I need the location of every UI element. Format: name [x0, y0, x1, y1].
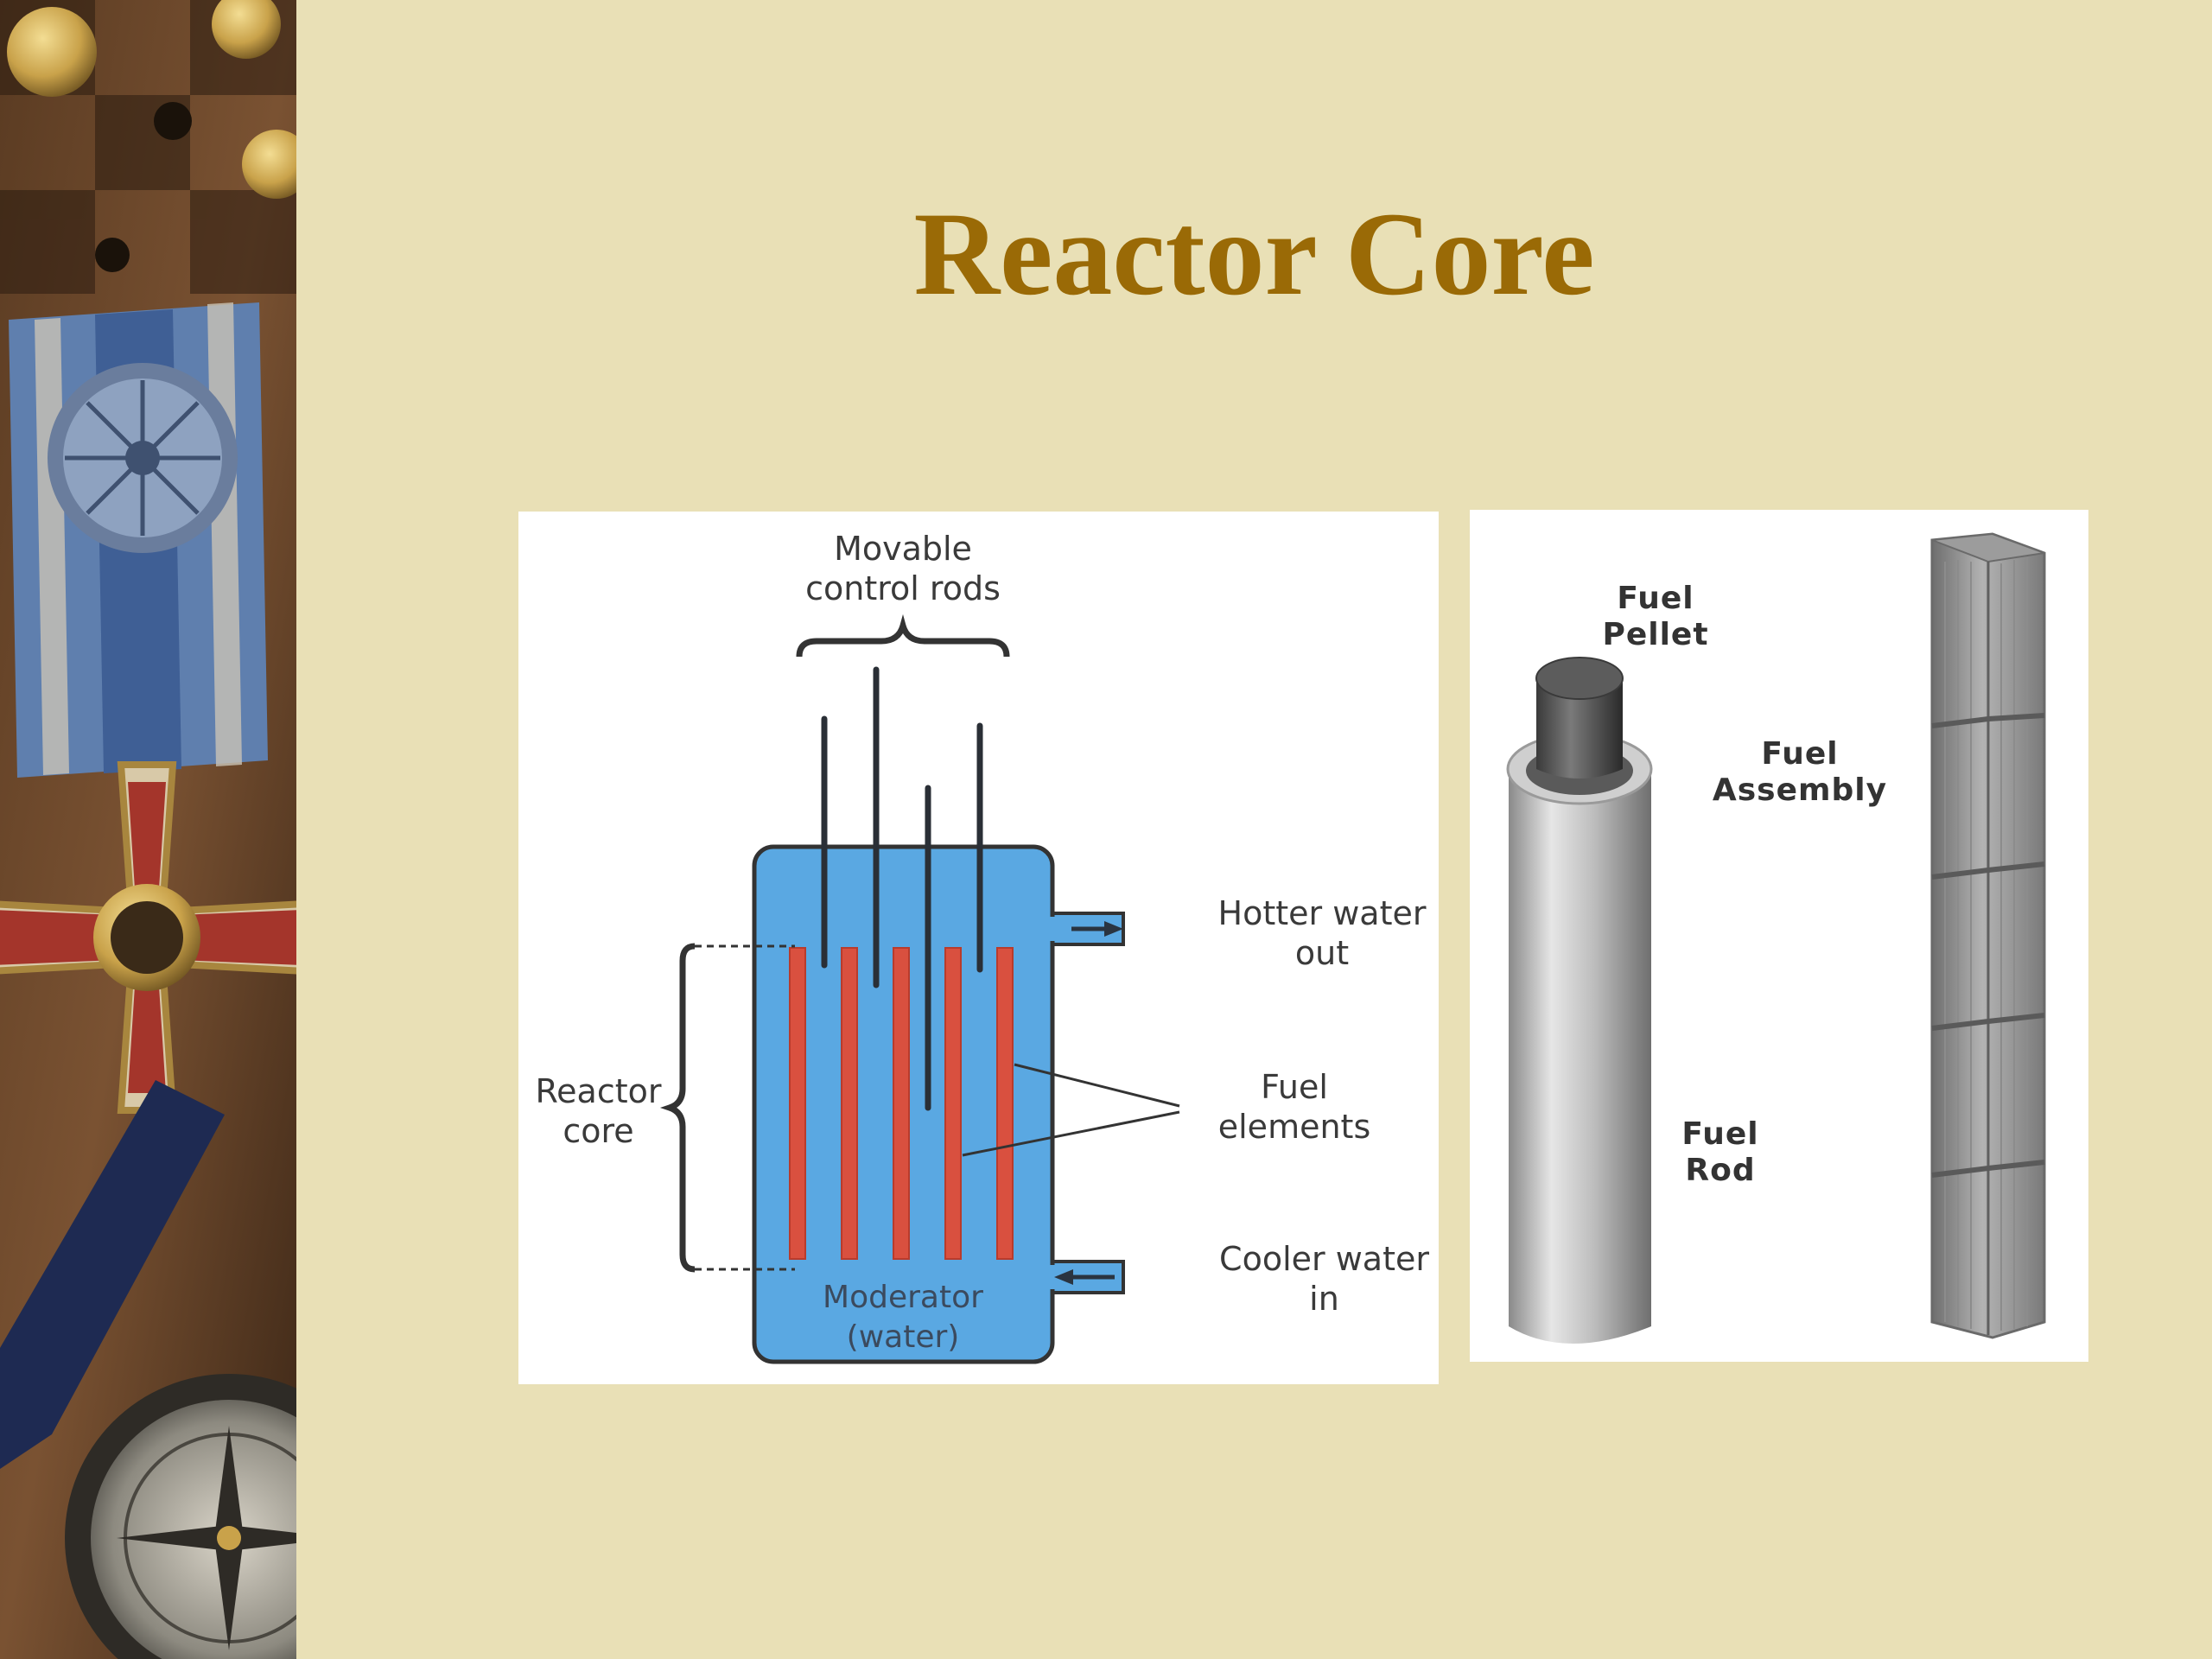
fuel-pellet-label-line: Pellet	[1602, 617, 1709, 652]
fuel-assembly-label-line: Fuel	[1761, 736, 1839, 772]
fuel-elements-label-line: Fuel	[1261, 1068, 1328, 1106]
reactor-core-label: Reactor core	[518, 1071, 678, 1151]
reactor-core-label-line: core	[563, 1112, 634, 1150]
hotter-water-out-label: Hotter water out	[1210, 893, 1434, 973]
reactor-core-diagram: Movable control rods Hotter water out Re…	[518, 512, 1439, 1384]
cooler-water-in-label: Cooler water in	[1210, 1239, 1439, 1319]
fuel-element	[841, 947, 858, 1260]
fuel-rod-label: Fuel Rod	[1660, 1116, 1781, 1189]
fuel-pellet-label-line: Fuel	[1617, 581, 1694, 616]
fuel-element	[789, 947, 806, 1260]
medal-collage-icon	[0, 0, 296, 1659]
outflow-arrow-icon	[1104, 921, 1123, 937]
slide-title: Reactor Core	[913, 188, 1595, 320]
fuel-elements-label: Fuel elements	[1191, 1067, 1398, 1147]
fuel-element	[893, 947, 910, 1260]
moderator-label-line: (water)	[846, 1319, 960, 1355]
reactor-core-label-line: Reactor	[535, 1072, 662, 1110]
pipe-joint-top	[1037, 917, 1063, 941]
fuel-rod	[1509, 769, 1651, 1344]
cooler-water-label-line: Cooler water	[1219, 1240, 1429, 1278]
fuel-rod-label-line: Fuel	[1681, 1116, 1759, 1152]
fuel-assembly-label-line: Assembly	[1712, 772, 1888, 808]
hotter-water-label-line: out	[1294, 934, 1350, 972]
control-rods-label-line: Movable	[834, 530, 972, 568]
hotter-water-label-line: Hotter water	[1217, 894, 1427, 932]
moderator-label-line: Moderator	[823, 1280, 983, 1315]
fuel-components-diagram: Fuel Pellet Fuel Assembly Fuel Rod	[1470, 510, 2088, 1362]
fuel-pellet-label: Fuel Pellet	[1569, 581, 1742, 653]
control-rods-label: Movable control rods	[778, 529, 1028, 608]
fuel-element	[996, 947, 1014, 1260]
decorative-medal-strip	[0, 0, 296, 1659]
reactor-vessel-drawing	[659, 613, 1180, 1364]
control-rods-label-line: control rods	[805, 569, 1001, 607]
inflow-arrow-icon	[1054, 1269, 1073, 1285]
fuel-element	[944, 947, 962, 1260]
fuel-pellet	[1536, 678, 1623, 779]
fuel-rod-label-line: Rod	[1685, 1153, 1756, 1188]
fuel-components-drawing	[1506, 532, 2046, 1344]
fuel-elements-label-line: elements	[1217, 1108, 1371, 1146]
fuel-assembly-label: Fuel Assembly	[1696, 736, 1904, 809]
control-rods-brace	[796, 613, 1010, 658]
cooler-water-label-line: in	[1309, 1280, 1339, 1318]
moderator-label: Moderator (water)	[795, 1278, 1011, 1357]
reactor-core-brace	[659, 943, 696, 1273]
